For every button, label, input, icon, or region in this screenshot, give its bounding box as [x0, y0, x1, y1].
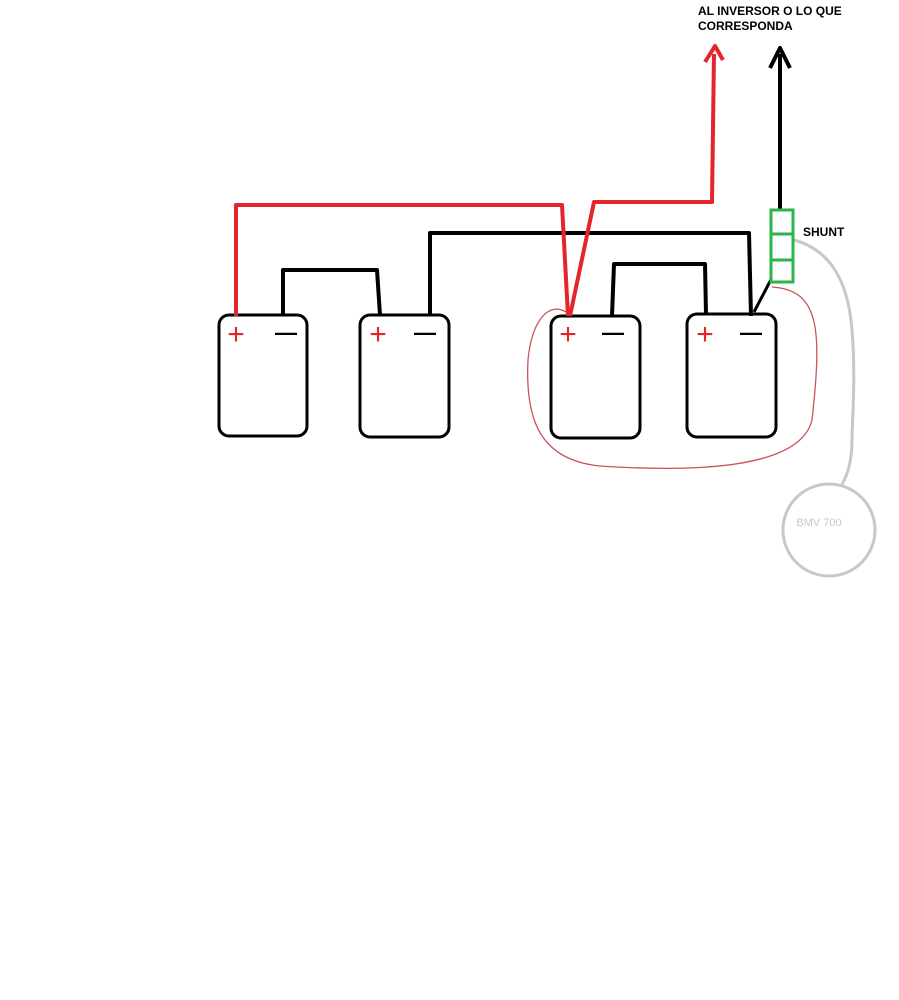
meter-sense-wire [793, 238, 856, 489]
shunt [769, 208, 795, 284]
battery-4 [685, 312, 778, 439]
battery-1 [217, 313, 309, 438]
battery-2-terminals: + — [369, 318, 436, 351]
battery-4-plus: + [696, 318, 714, 351]
series-link-3-4 [610, 262, 708, 317]
shunt-label: SHUNT [803, 225, 845, 239]
battery-3-plus: + [559, 318, 577, 351]
battery-3-minus: — [602, 320, 624, 345]
negative-output-arrowhead [768, 46, 792, 69]
positive-output-wire [568, 53, 716, 317]
negative-bus-wire [428, 231, 753, 317]
positive-bus-wire [234, 203, 570, 317]
battery-2 [358, 313, 451, 439]
battery-3 [549, 314, 642, 440]
positive-output-arrowhead [703, 44, 725, 64]
meter-label: BMV 700 [796, 517, 842, 529]
series-link-1-2 [281, 268, 382, 316]
battery-2-minus: — [414, 320, 436, 345]
sense-loop-wire [526, 286, 818, 470]
battery-4-terminals: + — [696, 318, 762, 351]
battery-1-minus: — [275, 320, 297, 345]
bmv-meter [781, 482, 877, 578]
battery-1-plus: + [227, 318, 245, 351]
battery-3-terminals: + — [559, 318, 624, 351]
destination-label: AL INVERSOR O LO QUE CORRESPONDA [698, 4, 842, 33]
battery-1-terminals: + — [227, 318, 297, 351]
battery-2-plus: + [369, 318, 387, 351]
battery-4-minus: — [740, 320, 762, 345]
